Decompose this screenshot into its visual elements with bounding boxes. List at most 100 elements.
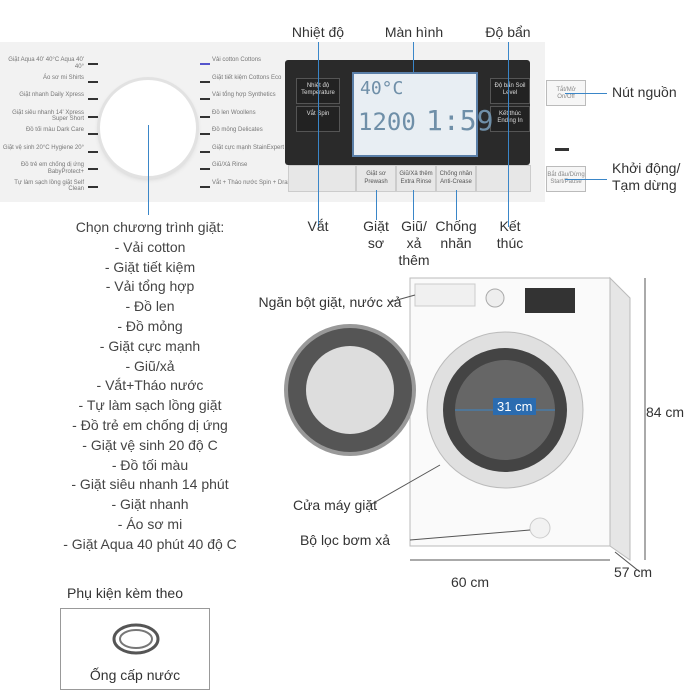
dial-program-label: Giặt tiết kiệm Cottons Eco [212,74,282,81]
lcd-time: 1:59 [426,104,494,137]
dial-tick-mark [88,98,98,100]
dial-program-label: Giặt Aqua 40' 40°C Aqua 40' 40° [8,57,84,70]
program-item: - Đồ mỏng [117,317,183,334]
dial-tick-mark [88,133,98,135]
filter-cover [529,517,551,539]
callout-line [565,179,607,180]
machine-side [609,276,631,561]
program-item: - Giặt tiết kiệm [104,258,196,275]
label-anti-crease: Chống nhăn [435,218,477,251]
program-item: - Vải cotton [114,238,186,255]
depth-dimension-line [614,551,641,573]
label-temperature: Nhiệt độ [291,24,345,40]
water-hose-icon [112,623,160,655]
blank-button [288,165,356,192]
callout-line [148,125,149,215]
drum-diameter-label: 31 cm [493,398,537,415]
label-screen: Màn hình [384,24,444,40]
soil-level-button[interactable]: Độ bẩn Soil Level [490,78,530,104]
anti-crease-button[interactable]: Chống nhăn Anti-Crease [436,165,476,192]
dial-program-label: Giặt siêu nhanh 14' Xpress Super Short [12,109,84,123]
dial-tick-mark [200,80,210,83]
dial-program-label: Áo sơ mi Shirts [43,74,84,81]
program-item: - Giũ/xả [125,357,175,374]
depth-label: 57 cm [613,564,653,580]
dial-tick-mark [88,80,98,83]
callout-line [389,294,416,303]
accessories-title: Phụ kiện kèm theo [67,585,183,601]
program-item: - Giặt siêu nhanh 14 phút [71,476,229,493]
machine-dial [485,288,505,308]
dial-tick-mark [200,150,210,153]
lcd-spin-speed: 1200 [358,108,416,136]
callout-line [318,42,319,227]
dial-program-label: Giặt cực mạnh StainExpert [212,144,285,151]
label-extra-rinse: Giũ/ xả thêm [398,218,430,268]
dial-program-label: Giặt vệ sinh 20°C Hygiene 20° [2,144,84,151]
program-item: - Giặt cực mạnh [99,337,201,354]
ending-in-button[interactable]: Kết thúc Ending In [490,106,530,132]
dial-program-label: Đồ tối màu Dark Care [25,127,84,133]
dial-tick-mark [200,185,210,188]
dial-tick-mark [88,168,98,170]
label-ending: Kết thúc [496,218,524,251]
accessories-box: Ống cấp nước [60,608,210,690]
program-item: - Đồ len [125,298,175,315]
dial-tick-mark [88,63,98,65]
label-door: Cửa máy giặt [292,497,378,513]
program-list: Chọn chương trình giặt: - Vải cotton - Gi… [40,218,260,555]
indicator-led [555,148,569,151]
dial-tick-mark [200,98,210,100]
program-list-title: Chọn chương trình giặt: [75,219,225,235]
dial-tick-mark [200,168,210,170]
program-item: - Vải tổng hợp [105,278,195,295]
callout-line [376,190,377,220]
door-glass [306,346,394,434]
label-soil-level: Độ bẩn [485,24,531,40]
prewash-button[interactable]: Giặt sơ Prewash [356,165,396,192]
callout-line [413,42,414,72]
callout-line [456,190,457,220]
extra-rinse-button[interactable]: Giũ/Xả thêm Extra Rinse [396,165,436,192]
dial-tick-mark [88,185,98,188]
blank-button [476,165,531,192]
program-item: - Áo sơ mi [117,515,183,532]
dial-program-label: Đồ trẻ em chống dị ứng BabyProtect+ [20,162,84,175]
dial-tick-mark [200,133,210,135]
program-item: - Đồ trẻ em chống dị ứng [72,416,228,433]
dial-program-label: Giũ/Xả Rinse [212,162,248,168]
program-item: - Vắt+Tháo nước [96,377,204,394]
width-label: 60 cm [450,574,490,590]
lcd-screen: 40°C 1200 1:59 [352,72,493,157]
label-start-pause: Khởi động/ Tạm dừng [612,160,681,193]
dial-program-label: Vải cotton Cottons [212,57,262,63]
program-item: - Đồ tối màu [111,456,189,473]
program-item: - Giặt nhanh [111,496,189,513]
dial-program-label: Đồ mỏng Delicates [212,127,263,133]
program-item: - Giặt vệ sinh 20 độ C [82,436,218,453]
machine-display [525,288,575,313]
callout-line [409,529,531,541]
label-filter: Bộ lọc bơm xả [299,532,391,548]
label-prewash: Giặt sơ [363,218,389,251]
dial-tick-mark [200,115,210,118]
detergent-drawer [414,283,476,307]
program-item: - Giặt Aqua 40 phút 40 độ C [63,535,237,552]
callout-line [565,93,607,94]
label-dispenser: Ngăn bột giặt, nước xả [258,294,402,310]
label-power: Nút nguồn [612,84,677,100]
height-label: 84 cm [645,404,685,420]
dial-program-label: Vắt + Tháo nước Spin + Drain [212,179,293,186]
dial-program-label: Đồ len Woollens [212,109,256,116]
dial-tick-mark [88,115,98,118]
callout-line [369,464,441,506]
dial-tick-mark [88,150,98,153]
washing-machine-illustration [284,276,646,573]
lcd-temperature: 40°C [360,78,404,99]
dial-program-label: Tự làm sạch lồng giặt Self Clean [14,179,84,193]
dial-program-label: Vải tổng hợp Synthetics [212,92,276,98]
accessory-water-hose: Ống cấp nước [89,667,181,683]
program-item: - Tự làm sạch lồng giặt [78,397,222,414]
label-spin: Vắt [307,218,329,234]
dial-tick-mark [200,63,210,65]
